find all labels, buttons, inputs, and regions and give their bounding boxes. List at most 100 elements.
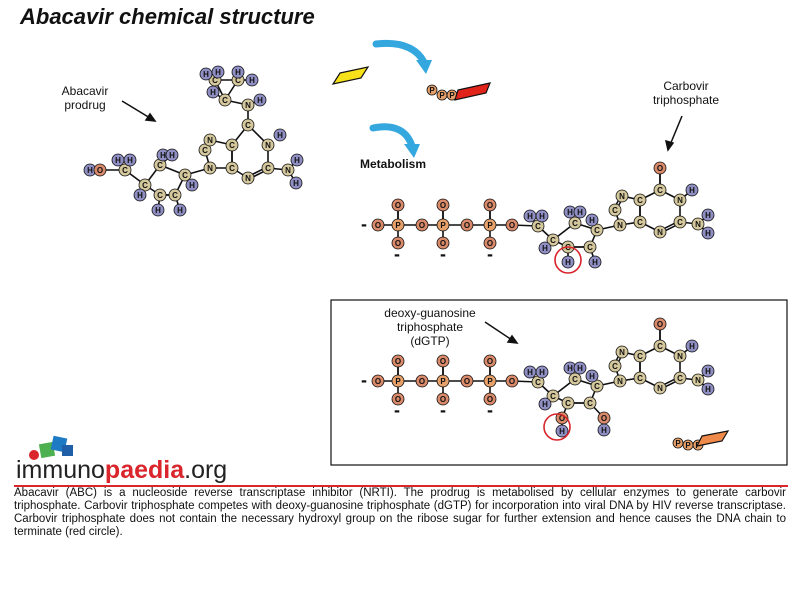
abacavir-hydrogen-atom: H	[206, 85, 220, 99]
svg-text:H: H	[589, 216, 595, 225]
svg-text:H: H	[137, 191, 143, 200]
svg-text:-: -	[394, 244, 400, 264]
dgtp-hydrogen-atom: H	[555, 424, 569, 438]
svg-text:O: O	[464, 377, 470, 386]
prodrug-tag-icon	[331, 66, 370, 85]
svg-text:N: N	[207, 164, 213, 173]
svg-text:N: N	[657, 384, 663, 393]
svg-text:O: O	[419, 377, 425, 386]
triphosphate-tag-icon	[454, 82, 491, 101]
svg-text:P: P	[395, 377, 401, 386]
dgtp-oxygen-atom: O	[597, 411, 611, 425]
svg-text:O: O	[419, 221, 425, 230]
dgtp-tag-phosphorus-atom: P	[682, 439, 694, 451]
abacavir-carbon-atom: C	[218, 93, 232, 107]
dgtp-phosphorus-atom: P	[436, 374, 450, 388]
carbovir-nitrogen-atom: N	[613, 218, 627, 232]
svg-text:P: P	[487, 221, 493, 230]
abacavir-hydrogen-atom: H	[245, 73, 259, 87]
carbovir-carbon-atom: C	[653, 183, 667, 197]
svg-text:H: H	[127, 156, 133, 165]
carbovir-nitrogen-atom: N	[691, 217, 705, 231]
abacavir-hydrogen-atom: H	[165, 148, 179, 162]
abacavir-carbon-atom: C	[168, 188, 182, 202]
dgtp-oxygen-atom: O	[555, 411, 569, 425]
svg-text:-: -	[361, 370, 367, 390]
abacavir-hydrogen-atom: H	[133, 188, 147, 202]
svg-text:H: H	[542, 244, 548, 253]
abacavir-hydrogen-atom: H	[289, 176, 303, 190]
svg-text:C: C	[122, 166, 128, 175]
carbovir-carbon-atom: C	[608, 203, 622, 217]
abacavir-hydrogen-atom: H	[211, 65, 225, 79]
carbovir-terminal-circle	[554, 246, 582, 274]
dgtp-hydrogen-atom: H	[585, 369, 599, 383]
svg-text:C: C	[677, 374, 683, 383]
charges: - - - - - - - -	[361, 214, 493, 420]
carbovir-oxygen-atom: O	[371, 218, 385, 232]
svg-text:C: C	[637, 352, 643, 361]
svg-text:H: H	[235, 68, 241, 77]
dgtp-oxygen-atom: O	[436, 392, 450, 406]
svg-text:N: N	[695, 376, 701, 385]
svg-text:H: H	[160, 151, 166, 160]
dgtp-phosphorus-atom: P	[483, 374, 497, 388]
svg-text:N: N	[245, 174, 251, 183]
svg-text:P: P	[685, 441, 691, 450]
svg-text:P: P	[439, 91, 445, 100]
carbovir-oxygen-atom: O	[460, 218, 474, 232]
svg-text:H: H	[577, 364, 583, 373]
svg-text:H: H	[567, 364, 573, 373]
svg-text:C: C	[612, 206, 618, 215]
svg-text:C: C	[235, 76, 241, 85]
svg-text:C: C	[229, 141, 235, 150]
svg-text:N: N	[677, 196, 683, 205]
svg-text:O: O	[559, 414, 565, 423]
dgtp-oxygen-atom: O	[391, 354, 405, 368]
logo-wordmark: immunopaedia.org	[16, 456, 227, 485]
svg-text:H: H	[592, 258, 598, 267]
svg-text:P: P	[440, 221, 446, 230]
abacavir-carbon-atom: C	[153, 158, 167, 172]
svg-text:O: O	[509, 377, 515, 386]
svg-text:H: H	[542, 400, 548, 409]
svg-text:O: O	[440, 239, 446, 248]
svg-text:C: C	[212, 76, 218, 85]
svg-text:P: P	[429, 86, 435, 95]
svg-text:H: H	[705, 229, 711, 238]
svg-text:N: N	[619, 348, 625, 357]
dgtp-carbon-atom: C	[546, 389, 560, 403]
svg-text:N: N	[617, 377, 623, 386]
carbovir-oxygen-atom: O	[436, 236, 450, 250]
arrowhead-icon	[416, 60, 432, 74]
dgtp-hydrogen-atom: H	[573, 361, 587, 375]
svg-text:O: O	[395, 357, 401, 366]
svg-text:H: H	[705, 211, 711, 220]
carbovir-hydrogen-atom: H	[701, 226, 715, 240]
svg-text:H: H	[601, 426, 607, 435]
abacavir-nitrogen-atom: N	[241, 98, 255, 112]
abacavir-hydrogen-atom: H	[199, 67, 213, 81]
svg-text:C: C	[222, 96, 228, 105]
carbovir-hydrogen-atom: H	[585, 213, 599, 227]
dgtp-oxygen-atom: O	[460, 374, 474, 388]
svg-text:H: H	[215, 68, 221, 77]
dgtp-oxygen-atom: O	[483, 392, 497, 406]
svg-text:H: H	[705, 385, 711, 394]
carbovir-oxygen-atom: O	[391, 198, 405, 212]
abacavir-hydrogen-atom: H	[290, 153, 304, 167]
dgtp-carbon-atom: C	[608, 359, 622, 373]
dgtp-tag-icon	[695, 430, 730, 447]
carbovir-hydrogen-atom: H	[538, 241, 552, 255]
svg-text:N: N	[285, 166, 291, 175]
dgtp-oxygen-atom: O	[371, 374, 385, 388]
carbovir-oxygen-atom: O	[505, 218, 519, 232]
dgtp-oxygen-atom: O	[653, 317, 667, 331]
dgtp-oxygen-atom: O	[483, 354, 497, 368]
svg-text:C: C	[202, 146, 208, 155]
svg-text:H: H	[527, 368, 533, 377]
carbovir-hydrogen-atom: H	[685, 183, 699, 197]
svg-text:C: C	[594, 226, 600, 235]
abacavir-hydrogen-atom: H	[273, 128, 287, 142]
